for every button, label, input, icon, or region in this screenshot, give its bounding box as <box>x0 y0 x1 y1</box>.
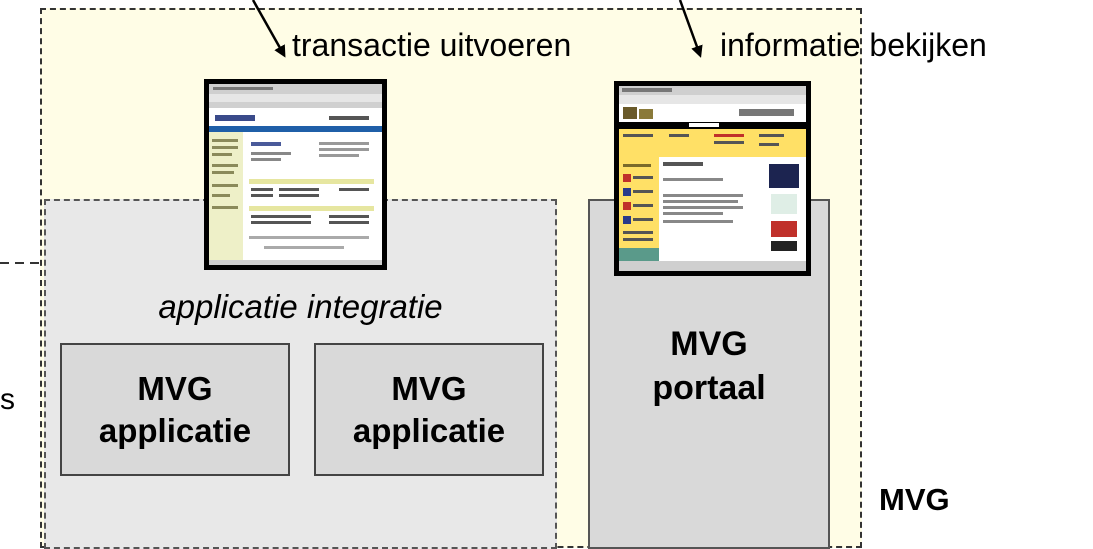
app-2-line1: MVG <box>391 370 467 408</box>
portal-line1: MVG <box>670 325 748 363</box>
integration-label: applicatie integratie <box>158 288 443 325</box>
mvg-corner-label: MVG <box>879 482 950 517</box>
web-application-screenshot <box>204 79 387 270</box>
web-application-screenshot-icon <box>209 84 382 265</box>
information-label: informatie bekijken <box>720 27 987 63</box>
information-arrow <box>678 0 703 58</box>
app-1-line2: applicatie <box>98 411 252 449</box>
portal-line2: portaal <box>652 369 766 408</box>
portal-label: MVG portaal <box>588 322 830 410</box>
portal-website-screenshot-icon <box>619 86 806 271</box>
transaction-arrow <box>251 0 286 58</box>
connector-lines <box>0 262 44 264</box>
transaction-label: transactie uitvoeren <box>292 27 572 63</box>
arrows <box>251 0 703 58</box>
app-1-line1: MVG <box>137 370 213 408</box>
mvg-application-box-2: MVG applicatie <box>314 343 544 476</box>
portal-website-screenshot <box>614 81 811 276</box>
mvg-application-box-1: MVG applicatie <box>60 343 290 476</box>
app-2-line2: applicatie <box>352 411 506 449</box>
left-partial-text: s <box>0 383 15 416</box>
